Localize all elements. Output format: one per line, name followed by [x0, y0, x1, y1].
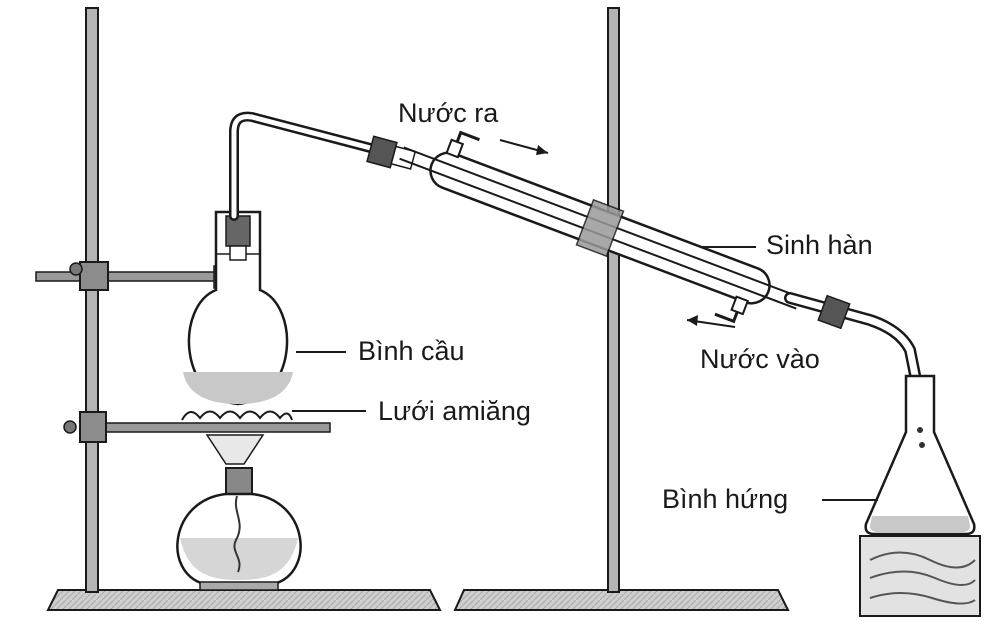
label-asbestos-gauze: Lưới amiăng	[378, 396, 531, 426]
burner	[176, 434, 302, 591]
receiver-flask	[864, 374, 976, 536]
label-receiver-flask: Bình hứng	[662, 484, 789, 514]
water-out-arrow	[499, 139, 549, 155]
water-in-arrow	[686, 315, 736, 328]
delivery-tube	[229, 111, 417, 221]
left-retort-stand	[46, 7, 442, 611]
label-condenser: Sinh hàn	[766, 230, 873, 260]
label-water-in: Nước vào	[700, 344, 820, 374]
label-water-out: Nước ra	[398, 98, 499, 128]
label-round-flask: Bình cầu	[358, 336, 465, 366]
adapter-tube	[784, 292, 922, 386]
upper-clamp	[35, 261, 237, 291]
right-retort-stand	[453, 7, 790, 611]
ring-clamp	[63, 411, 331, 443]
round-bottom-flask	[183, 210, 293, 406]
condenser	[399, 130, 801, 324]
wooden-block	[859, 535, 981, 617]
asbestos-gauze	[181, 410, 293, 421]
